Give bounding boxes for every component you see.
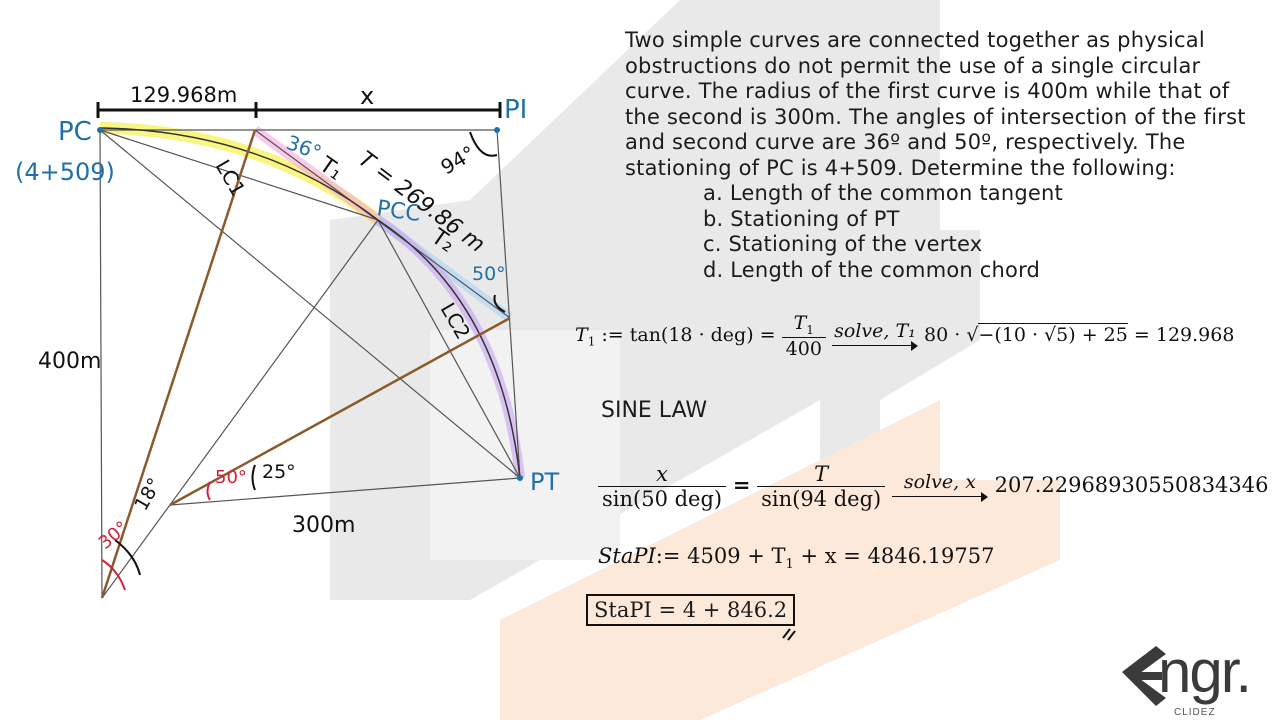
pcc-label: PCC xyxy=(375,196,422,227)
center2-to-pt xyxy=(169,477,521,506)
angle-94-arc xyxy=(469,131,498,157)
angle-18-label: 18° xyxy=(130,474,166,514)
pc-radius-line xyxy=(99,129,103,599)
problem-items: a. Length of the common tangent b. Stati… xyxy=(625,181,1265,283)
equation-sta-pi: StaPI:= 4509 + T1 + x = 4846.19757 xyxy=(598,544,994,572)
equation-t1: T1 := tan(18 · deg) = T1 400 solve, T₁ 8… xyxy=(575,312,1234,360)
angle-50-pcc-arc xyxy=(493,294,506,313)
radius-300-to-pcc xyxy=(169,316,511,507)
problem-text: Two simple curves are connected together… xyxy=(625,28,1246,180)
logo-text: ngr. xyxy=(1158,638,1252,705)
radius-400-to-pcc xyxy=(100,129,257,599)
pi-label: PI xyxy=(504,95,527,125)
angle-50-center-arc xyxy=(206,481,211,501)
radius-300-label: 300m xyxy=(292,513,355,538)
pt-point xyxy=(517,475,523,481)
eq2-arrow-label: solve, x xyxy=(903,470,976,493)
eq2-den-right: sin(94 deg) xyxy=(761,487,882,511)
eq1-assign: := tan(18 · deg) = xyxy=(601,323,776,346)
eq2-solve-arrow: solve, x xyxy=(891,470,988,502)
problem-item-b: b. Stationing of PT xyxy=(703,206,900,231)
angle-94-label: 94° xyxy=(437,141,480,180)
pcc-chord-line xyxy=(101,219,379,599)
eq1-frac-num: T xyxy=(793,312,807,334)
engr-logo-mark xyxy=(1122,646,1166,706)
first-curve-arc xyxy=(99,127,379,221)
eq2-num-right: T xyxy=(757,462,886,487)
eq1-sqrt-sign: √ xyxy=(966,323,979,346)
pi-point xyxy=(494,127,500,133)
eq1-result-prefix: 80 · xyxy=(924,323,961,346)
angle-18-arc xyxy=(114,539,141,576)
eq2-result: 207.22968930550834346 xyxy=(994,473,1269,497)
eq1-result: = 129.968 xyxy=(1133,323,1235,346)
compound-curve-diagram: 129.968m x PC (4+509) PI PCC PT T₁ T₂ T … xyxy=(15,82,559,599)
pc-label: PC xyxy=(58,117,92,147)
sine-law-heading: SINE LAW xyxy=(601,398,708,423)
answer-text: StaPI = 4 + 846.2 xyxy=(594,598,788,622)
answer-box: StaPI = 4 + 846.2 xyxy=(586,594,796,626)
eq1-lhs: T xyxy=(575,323,588,346)
angle-25-label: 25° xyxy=(262,461,296,483)
radius-400-label: 400m xyxy=(38,349,101,374)
second-curve-arc xyxy=(377,219,521,479)
problem-item-d: d. Length of the common chord xyxy=(703,257,1041,282)
dim-top-label: 129.968m xyxy=(130,83,237,107)
eq3-expr: := 4509 + T xyxy=(655,544,786,568)
eq1-fraction: T1 400 xyxy=(781,312,826,360)
pc-station-label: (4+509) xyxy=(15,158,115,186)
eq2-equals: = xyxy=(732,472,751,497)
common-tangent xyxy=(254,129,511,319)
eq3-lhs: StaPI xyxy=(598,544,656,568)
eq1-frac-den: 400 xyxy=(785,337,822,360)
eq2-left-fraction: x sin(50 deg) xyxy=(598,462,727,511)
equation-sine-law: x sin(50 deg) = T sin(94 deg) solve, x 2… xyxy=(598,462,1269,511)
eq1-arrow-label: solve, T₁ xyxy=(834,319,916,342)
eq2-num-left: x xyxy=(598,462,727,487)
problem-statement: Two simple curves are connected together… xyxy=(625,28,1265,283)
pc-point xyxy=(97,127,103,133)
angle-30-arc xyxy=(101,559,126,591)
pc-to-pt-chord xyxy=(99,129,521,479)
pt-label: PT xyxy=(530,468,559,496)
eq1-frac-num-sub: 1 xyxy=(806,322,814,337)
eq2-right-fraction: T sin(94 deg) xyxy=(757,462,886,511)
eq2-den-left: sin(50 deg) xyxy=(602,487,723,511)
problem-item-c: c. Stationing of the vertex xyxy=(703,232,983,256)
logo-subtext: CLIDEZ xyxy=(1174,707,1216,718)
eq1-solve-arrow: solve, T₁ xyxy=(831,319,918,351)
eq3-sub: 1 xyxy=(785,557,794,573)
angle-25-arc xyxy=(251,464,256,491)
pi-to-pt-line xyxy=(496,129,521,479)
lc2-chord xyxy=(377,219,521,479)
eq1-radicand: −(10 · √5) + 25 xyxy=(978,322,1128,346)
problem-item-a: a. Length of the common tangent xyxy=(703,181,1063,205)
dim-x-label: x xyxy=(360,82,374,110)
eq3-rest: + x = 4846.19757 xyxy=(800,544,995,568)
eq1-lhs-sub: 1 xyxy=(587,334,596,349)
angle-50-pcc-label: 50° xyxy=(472,263,506,285)
answer-check-marks xyxy=(782,628,796,641)
angle-50-center-label: 50° xyxy=(215,467,247,488)
